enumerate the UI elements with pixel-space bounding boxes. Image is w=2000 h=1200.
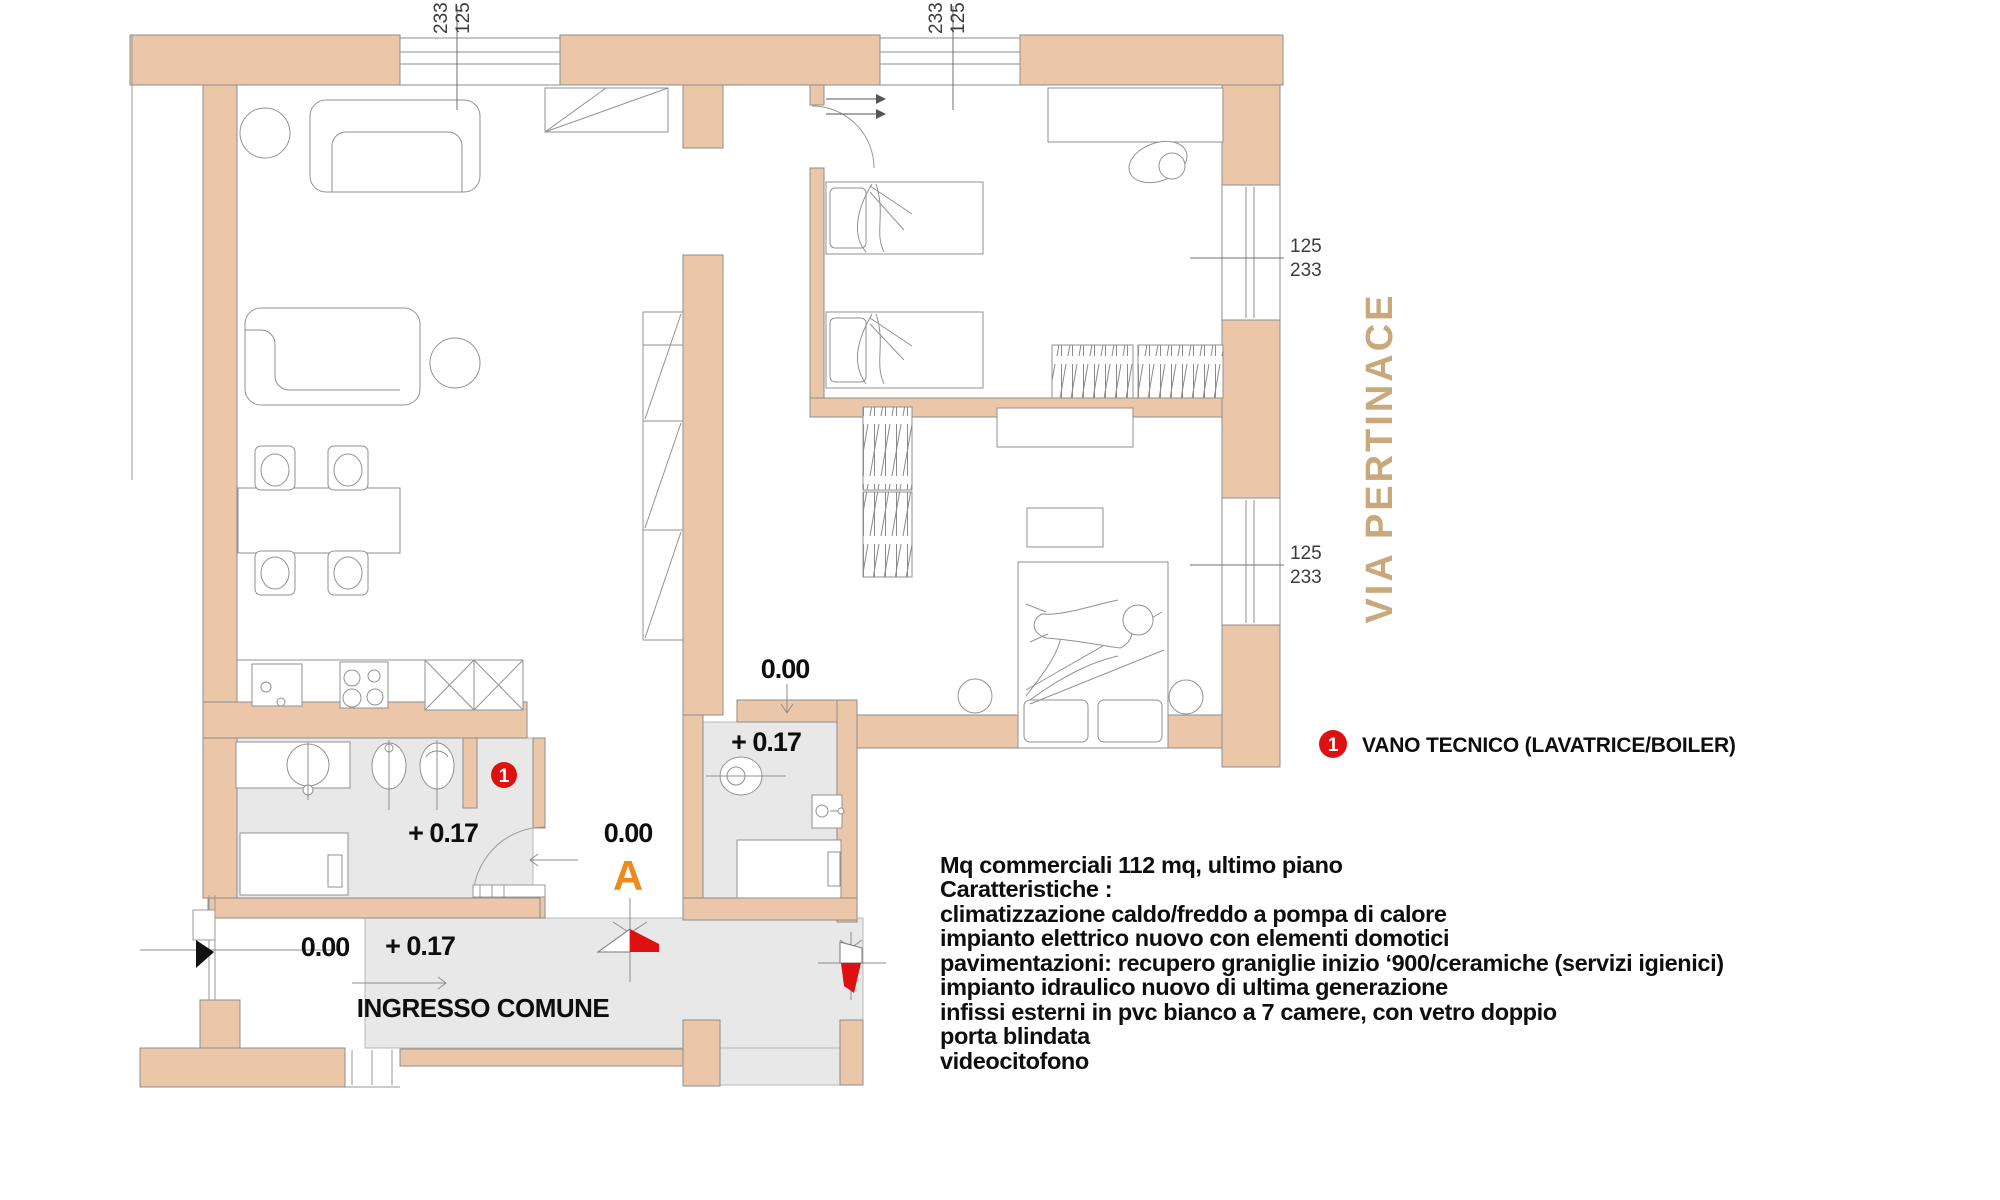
window-top-left — [399, 37, 561, 86]
doors — [472, 94, 886, 900]
dim-right-lower-height: 233 — [1290, 567, 1322, 588]
bedroom1-door-arrows — [826, 94, 886, 119]
vano-tecnico-marker: 1 — [491, 762, 517, 788]
level-outside-small-bath: 0.00 — [761, 654, 810, 684]
corridor-floor-ext — [719, 1047, 842, 1086]
dim-top-left-width: 125 — [453, 2, 474, 34]
direction-arrows — [140, 684, 794, 990]
section-letter: A — [613, 852, 643, 899]
level-landing: 0.00 — [301, 932, 350, 962]
toilet — [419, 740, 455, 810]
dresser — [996, 407, 1134, 448]
pillow — [829, 317, 867, 383]
corridor-floor — [364, 917, 864, 1049]
notes-line: pavimentazioni: recupero graniglie inizi… — [940, 950, 1724, 976]
legend-marker-circle — [1319, 730, 1347, 758]
boiler-unit — [811, 794, 845, 829]
wardrobe-2b — [862, 491, 913, 578]
windows — [399, 37, 1281, 626]
level-bathroom-main: + 0.17 — [408, 818, 478, 848]
desk-chair-person — [1128, 140, 1188, 184]
legend-label: VANO TECNICO (LAVATRICE/BOILER) — [1362, 734, 1736, 757]
level-small-bath: + 0.17 — [731, 727, 801, 757]
entrance-room-label: INGRESSO COMUNE — [357, 993, 610, 1023]
sofa-bottom — [244, 307, 421, 406]
walls — [129, 34, 1284, 1088]
sofa-top — [309, 99, 481, 193]
wardrobe-1a — [1051, 344, 1134, 399]
notes-line: infissi esterni in pvc bianco a 7 camere… — [940, 999, 1557, 1025]
legend: 1 VANO TECNICO (LAVATRICE/BOILER) — [1319, 730, 1736, 758]
section-marker-b — [818, 932, 886, 1000]
dim-top-right-width: 125 — [948, 2, 969, 34]
pillow — [829, 187, 867, 249]
nightstand-left — [957, 678, 993, 714]
street-label: VIA PERTINACE — [1359, 292, 1401, 623]
nightstand-right — [1168, 679, 1204, 715]
dim-right-lower-width: 125 — [1290, 543, 1322, 564]
kitchen-appliances — [424, 659, 524, 711]
shower-tray-small — [736, 839, 842, 899]
furniture-bedroom-2 — [862, 406, 1204, 749]
desk — [1047, 87, 1224, 143]
dimension-leaders — [456, 6, 1284, 566]
dimension-labels: 125 233 125 233 125 233 125 233 — [431, 2, 1322, 588]
notes-line: impianto idraulico nuovo di ultima gener… — [940, 974, 1448, 1000]
bedroom1-door-arc — [811, 105, 875, 169]
window-right-upper — [1221, 184, 1281, 321]
furniture-bedroom-1 — [825, 87, 1224, 399]
notes-line: climatizzazione caldo/freddo a pompa di … — [940, 901, 1447, 927]
dim-top-left-height: 233 — [431, 2, 452, 34]
washbasin-small — [706, 756, 786, 796]
dining-table — [237, 487, 401, 554]
bench — [1026, 507, 1104, 548]
vano-tecnico-number: 1 — [499, 766, 510, 787]
entry-arrow — [196, 940, 214, 968]
construction-lines — [131, 35, 400, 1088]
kitchen-sink — [251, 663, 303, 707]
dim-right-upper-height: 233 — [1290, 260, 1322, 281]
shower-detail — [327, 854, 343, 888]
round-table-2 — [429, 337, 481, 389]
notes-line: videocitofono — [940, 1048, 1089, 1074]
anteroom-door-leaf — [472, 884, 546, 898]
shower-door — [827, 851, 841, 887]
notes-line: Mq commerciali 112 mq, ultimo piano — [940, 852, 1343, 878]
notes-line: Caratteristiche : — [940, 876, 1112, 902]
bidet — [371, 740, 407, 810]
notes-block: Mq commerciali 112 mq, ultimo piano Cara… — [940, 852, 1724, 1074]
dining-chairs — [254, 445, 369, 596]
small-bath-fixtures — [706, 756, 845, 899]
notes-line: impianto elettrico nuovo con elementi do… — [940, 925, 1449, 951]
window-right-lower — [1221, 497, 1281, 626]
window-top-right — [879, 37, 1021, 86]
pillow — [1097, 699, 1163, 743]
wardrobe-1b — [1137, 344, 1224, 399]
section-marker-a — [596, 898, 659, 982]
dim-top-right-height: 233 — [926, 2, 947, 34]
person-on-bed — [1025, 599, 1154, 649]
round-table — [239, 107, 291, 159]
furniture-living-room — [237, 87, 684, 711]
pillow — [1023, 699, 1089, 743]
tall-cabinet — [642, 311, 684, 641]
dim-right-upper-width: 125 — [1290, 236, 1322, 257]
level-corridor: + 0.17 — [385, 931, 455, 961]
notes-line: porta blindata — [940, 1023, 1091, 1049]
wardrobe-2a — [862, 406, 913, 491]
level-anteroom: 0.00 — [604, 818, 653, 848]
section-markers — [596, 898, 886, 1000]
bathroom-main-fixtures — [235, 740, 455, 896]
level-labels: + 0.17 0.00 0.00 + 0.17 0.00 + 0.17 — [301, 654, 811, 962]
legend-marker-number: 1 — [1328, 735, 1339, 756]
